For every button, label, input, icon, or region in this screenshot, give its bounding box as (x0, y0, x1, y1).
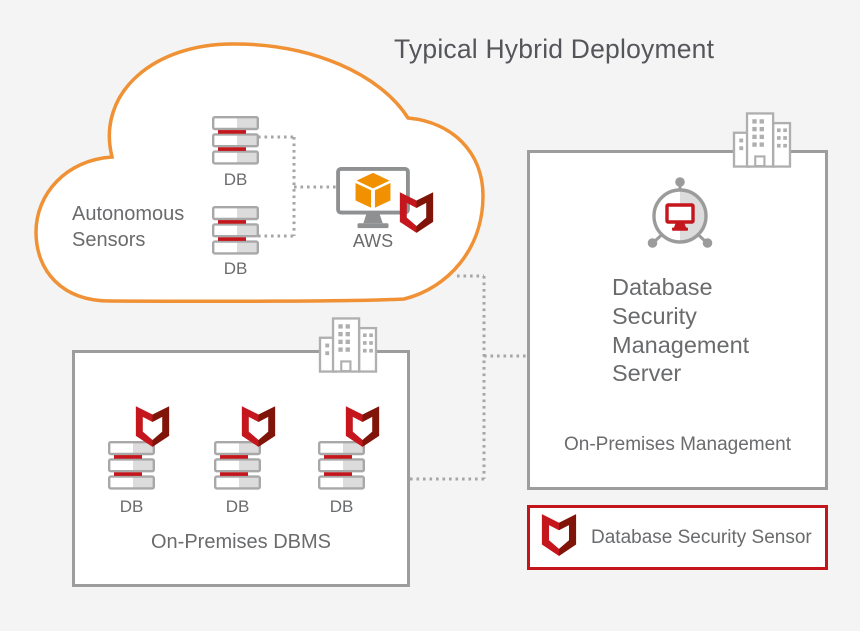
monitor-glyph (665, 203, 695, 224)
dotted-connector-cloud-internal (258, 135, 337, 238)
legend-box (527, 505, 828, 570)
legend-label: Database Security Sensor (591, 527, 812, 548)
page-title: Typical Hybrid Deployment (394, 34, 715, 64)
management-title-line: Security (612, 302, 697, 329)
dbms-caption: On-Premises DBMS (150, 531, 332, 553)
db-label: DB (329, 497, 354, 516)
mcafee-shield-icon (240, 406, 277, 449)
office-building-icon (732, 112, 792, 168)
management-title-line: Management (612, 331, 750, 358)
mcafee-shield-icon (540, 514, 578, 558)
management-title-line: Database (612, 274, 713, 300)
db-label: DB (223, 170, 248, 189)
office-building-icon (318, 317, 378, 373)
aws-monitor-icon (336, 167, 410, 231)
db-server-stack-icon (108, 441, 155, 490)
mcafee-shield-icon (134, 406, 171, 449)
management-caption: On-Premises Management (563, 434, 792, 455)
autonomous-sensors-label: Autonomous Sensors (72, 203, 185, 251)
db-server-stack-icon (318, 441, 365, 490)
dotted-connector-main (410, 274, 526, 481)
db-server-stack-icon (212, 206, 259, 255)
aws-label: AWS (352, 231, 394, 251)
management-title-line: Server (612, 360, 682, 387)
db-label: DB (119, 497, 144, 516)
management-title: Database Security Management Server (612, 273, 749, 388)
db-server-stack-icon (212, 116, 259, 165)
db-server-stack-icon (214, 441, 261, 490)
cloud-outline-icon (34, 42, 485, 304)
mcafee-shield-icon (398, 192, 435, 235)
db-label: DB (225, 497, 250, 516)
db-label: DB (223, 259, 248, 278)
mcafee-shield-icon (344, 406, 381, 449)
management-hub-icon (642, 174, 718, 250)
